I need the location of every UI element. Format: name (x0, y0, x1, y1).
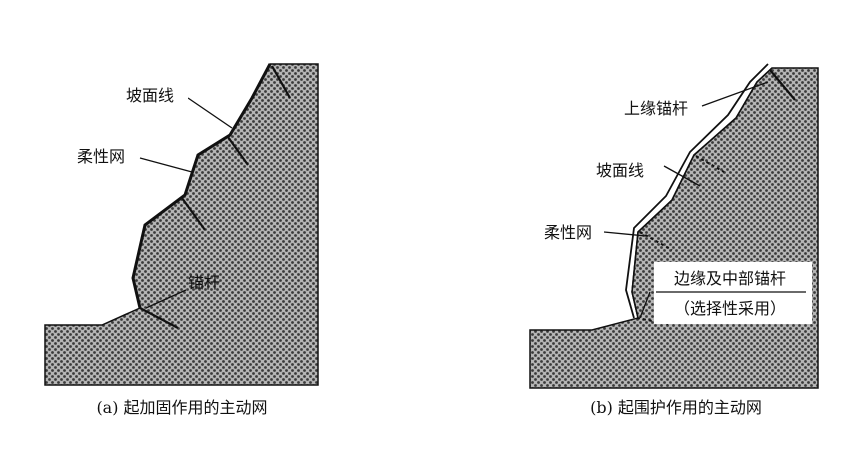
leader-slope-line-b (663, 165, 701, 187)
label-edge-middle-anchor: 边缘及中部锚杆 (674, 269, 786, 288)
leader-anchor (145, 289, 187, 309)
anchor-bolt (227, 136, 249, 166)
label-upper-anchor: 上缘锚杆 (624, 99, 688, 118)
label-slope-line-b: 坡面线 (596, 161, 644, 180)
slope-line-b (631, 67, 773, 319)
leaders-b (603, 81, 769, 319)
leader-upper-anchor (701, 81, 769, 107)
label-optional: （选择性采用） (674, 299, 786, 318)
panel-b: 上缘锚杆 坡面线 柔性网 边缘及中部锚杆 （选择性采用） (b) 起围护作用的主… (529, 63, 819, 417)
leader-slope-line (187, 97, 233, 129)
leader-edge-anchor (639, 291, 651, 319)
label-anchor: 锚杆 (188, 273, 220, 292)
flexible-net-line-a (131, 63, 272, 309)
leader-flexible-net-b (603, 231, 647, 237)
leader-flexible-net (139, 157, 193, 173)
label-slope-line: 坡面线 (126, 86, 174, 105)
anchors-a (139, 65, 291, 329)
anchor-bolt (139, 307, 179, 329)
leaders-a (139, 97, 233, 309)
caption-b: (b) 起围护作用的主动网 (590, 398, 762, 417)
label-flexible-net-b: 柔性网 (544, 223, 592, 242)
upper-anchor-bolt (769, 69, 796, 101)
caption-a: (a) 起加固作用的主动网 (96, 398, 267, 417)
label-flexible-net: 柔性网 (77, 147, 125, 166)
rock-mass-a (44, 63, 319, 386)
middle-anchor-dashed (639, 231, 673, 251)
middle-anchor-dashed (695, 155, 725, 173)
anchor-bolt (271, 65, 291, 99)
anchor-bolt (181, 197, 206, 231)
panel-a: 坡面线 柔性网 锚杆 (a) 起加固作用的主动网 (44, 63, 319, 417)
